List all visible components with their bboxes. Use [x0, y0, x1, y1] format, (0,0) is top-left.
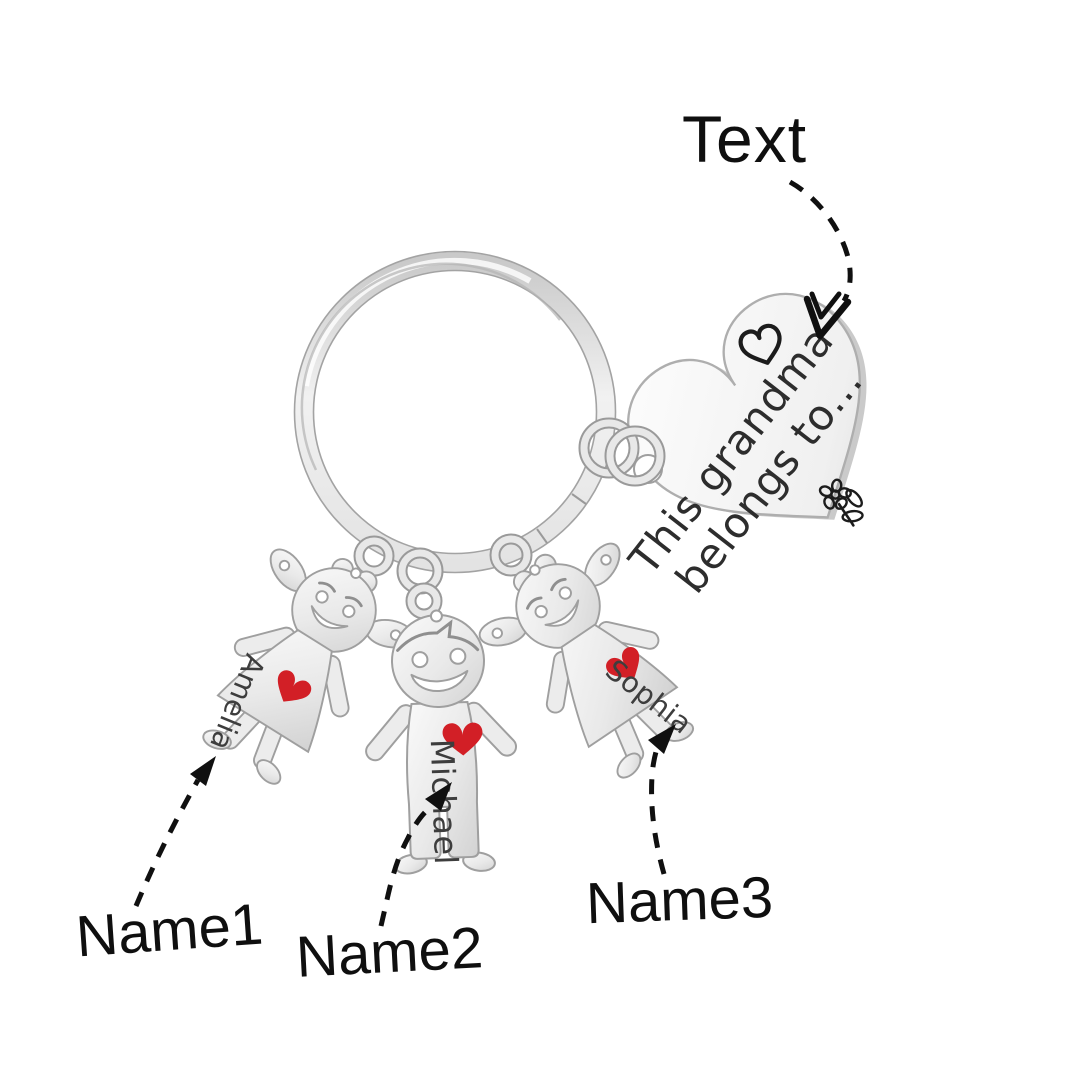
arrowhead-chevron-outer [803, 295, 852, 340]
text-annotation-label: Text [682, 102, 808, 176]
arrowhead-chevron-inner [809, 291, 842, 320]
girl-foot-right [256, 759, 282, 785]
jump-ring [491, 535, 531, 575]
arrow-name1-to-charm [133, 778, 201, 907]
annotation-arrows [133, 179, 853, 927]
jump-ring [580, 419, 638, 477]
charm-girl-1: Amelia [202, 548, 415, 785]
jump-ring [355, 537, 393, 575]
girl-eyebrow [526, 596, 543, 610]
boy-smile [410, 669, 469, 692]
key-ring-seam-1 [571, 493, 587, 505]
key-ring-seam-2 [536, 528, 548, 544]
key-ring-inner-edge [312, 269, 598, 555]
boy-eye [449, 647, 467, 665]
hanging-hole [529, 564, 541, 576]
name1-annotation-label: Name1 [73, 891, 265, 970]
arrowhead-name1 [190, 756, 216, 786]
charm-girl-2: Sophia [478, 542, 698, 779]
boy-hairline [396, 619, 480, 652]
girl-arm-right [599, 622, 658, 648]
key-ring [293, 250, 617, 574]
jump-ring [407, 584, 441, 618]
pigtail-hole [278, 559, 291, 572]
girl-eyebrow [318, 581, 336, 593]
name3-annotation-label: Name3 [584, 864, 775, 937]
girl-dress [560, 623, 679, 749]
key-ring-inner-shade [300, 262, 561, 471]
arrow-name2-to-charm [378, 804, 434, 927]
hanging-hole [350, 567, 362, 579]
girl-eye [342, 604, 356, 619]
pigtail-hole [491, 627, 503, 639]
key-ring-outer-edge [293, 250, 617, 574]
girl-eye [558, 586, 572, 600]
flower-doodle-icon [818, 478, 864, 527]
arrow-text-to-pendant [788, 179, 853, 303]
boy-arm-left [367, 706, 414, 760]
girl-smile [310, 605, 349, 630]
boy-eye [411, 651, 429, 669]
girl-arm-left [547, 652, 571, 712]
arrow-name3-to-charm [649, 742, 667, 875]
girl-foot-left [202, 729, 232, 750]
charm-boy: Michael [365, 609, 518, 875]
charm-jump-rings [353, 533, 533, 620]
girl-eyebrow [550, 577, 567, 592]
girl-smile [544, 599, 580, 627]
girl-eye [534, 604, 548, 619]
girl-arm-right [323, 656, 348, 716]
girl-foot-left [616, 752, 642, 779]
boy-arm-right [465, 703, 516, 755]
name2-annotation-label: Name2 [294, 915, 485, 990]
girl-eye [315, 590, 329, 604]
pendant-jump-rings [578, 417, 666, 487]
pigtail-hole [600, 554, 612, 566]
girl-dress [216, 628, 333, 754]
hanging-hole [429, 609, 443, 623]
arrowhead-name3 [648, 724, 676, 754]
arrowhead-name2 [425, 782, 452, 811]
girl-arm-left [235, 628, 294, 656]
girl-eyebrow [344, 596, 363, 608]
jump-ring [606, 427, 664, 485]
